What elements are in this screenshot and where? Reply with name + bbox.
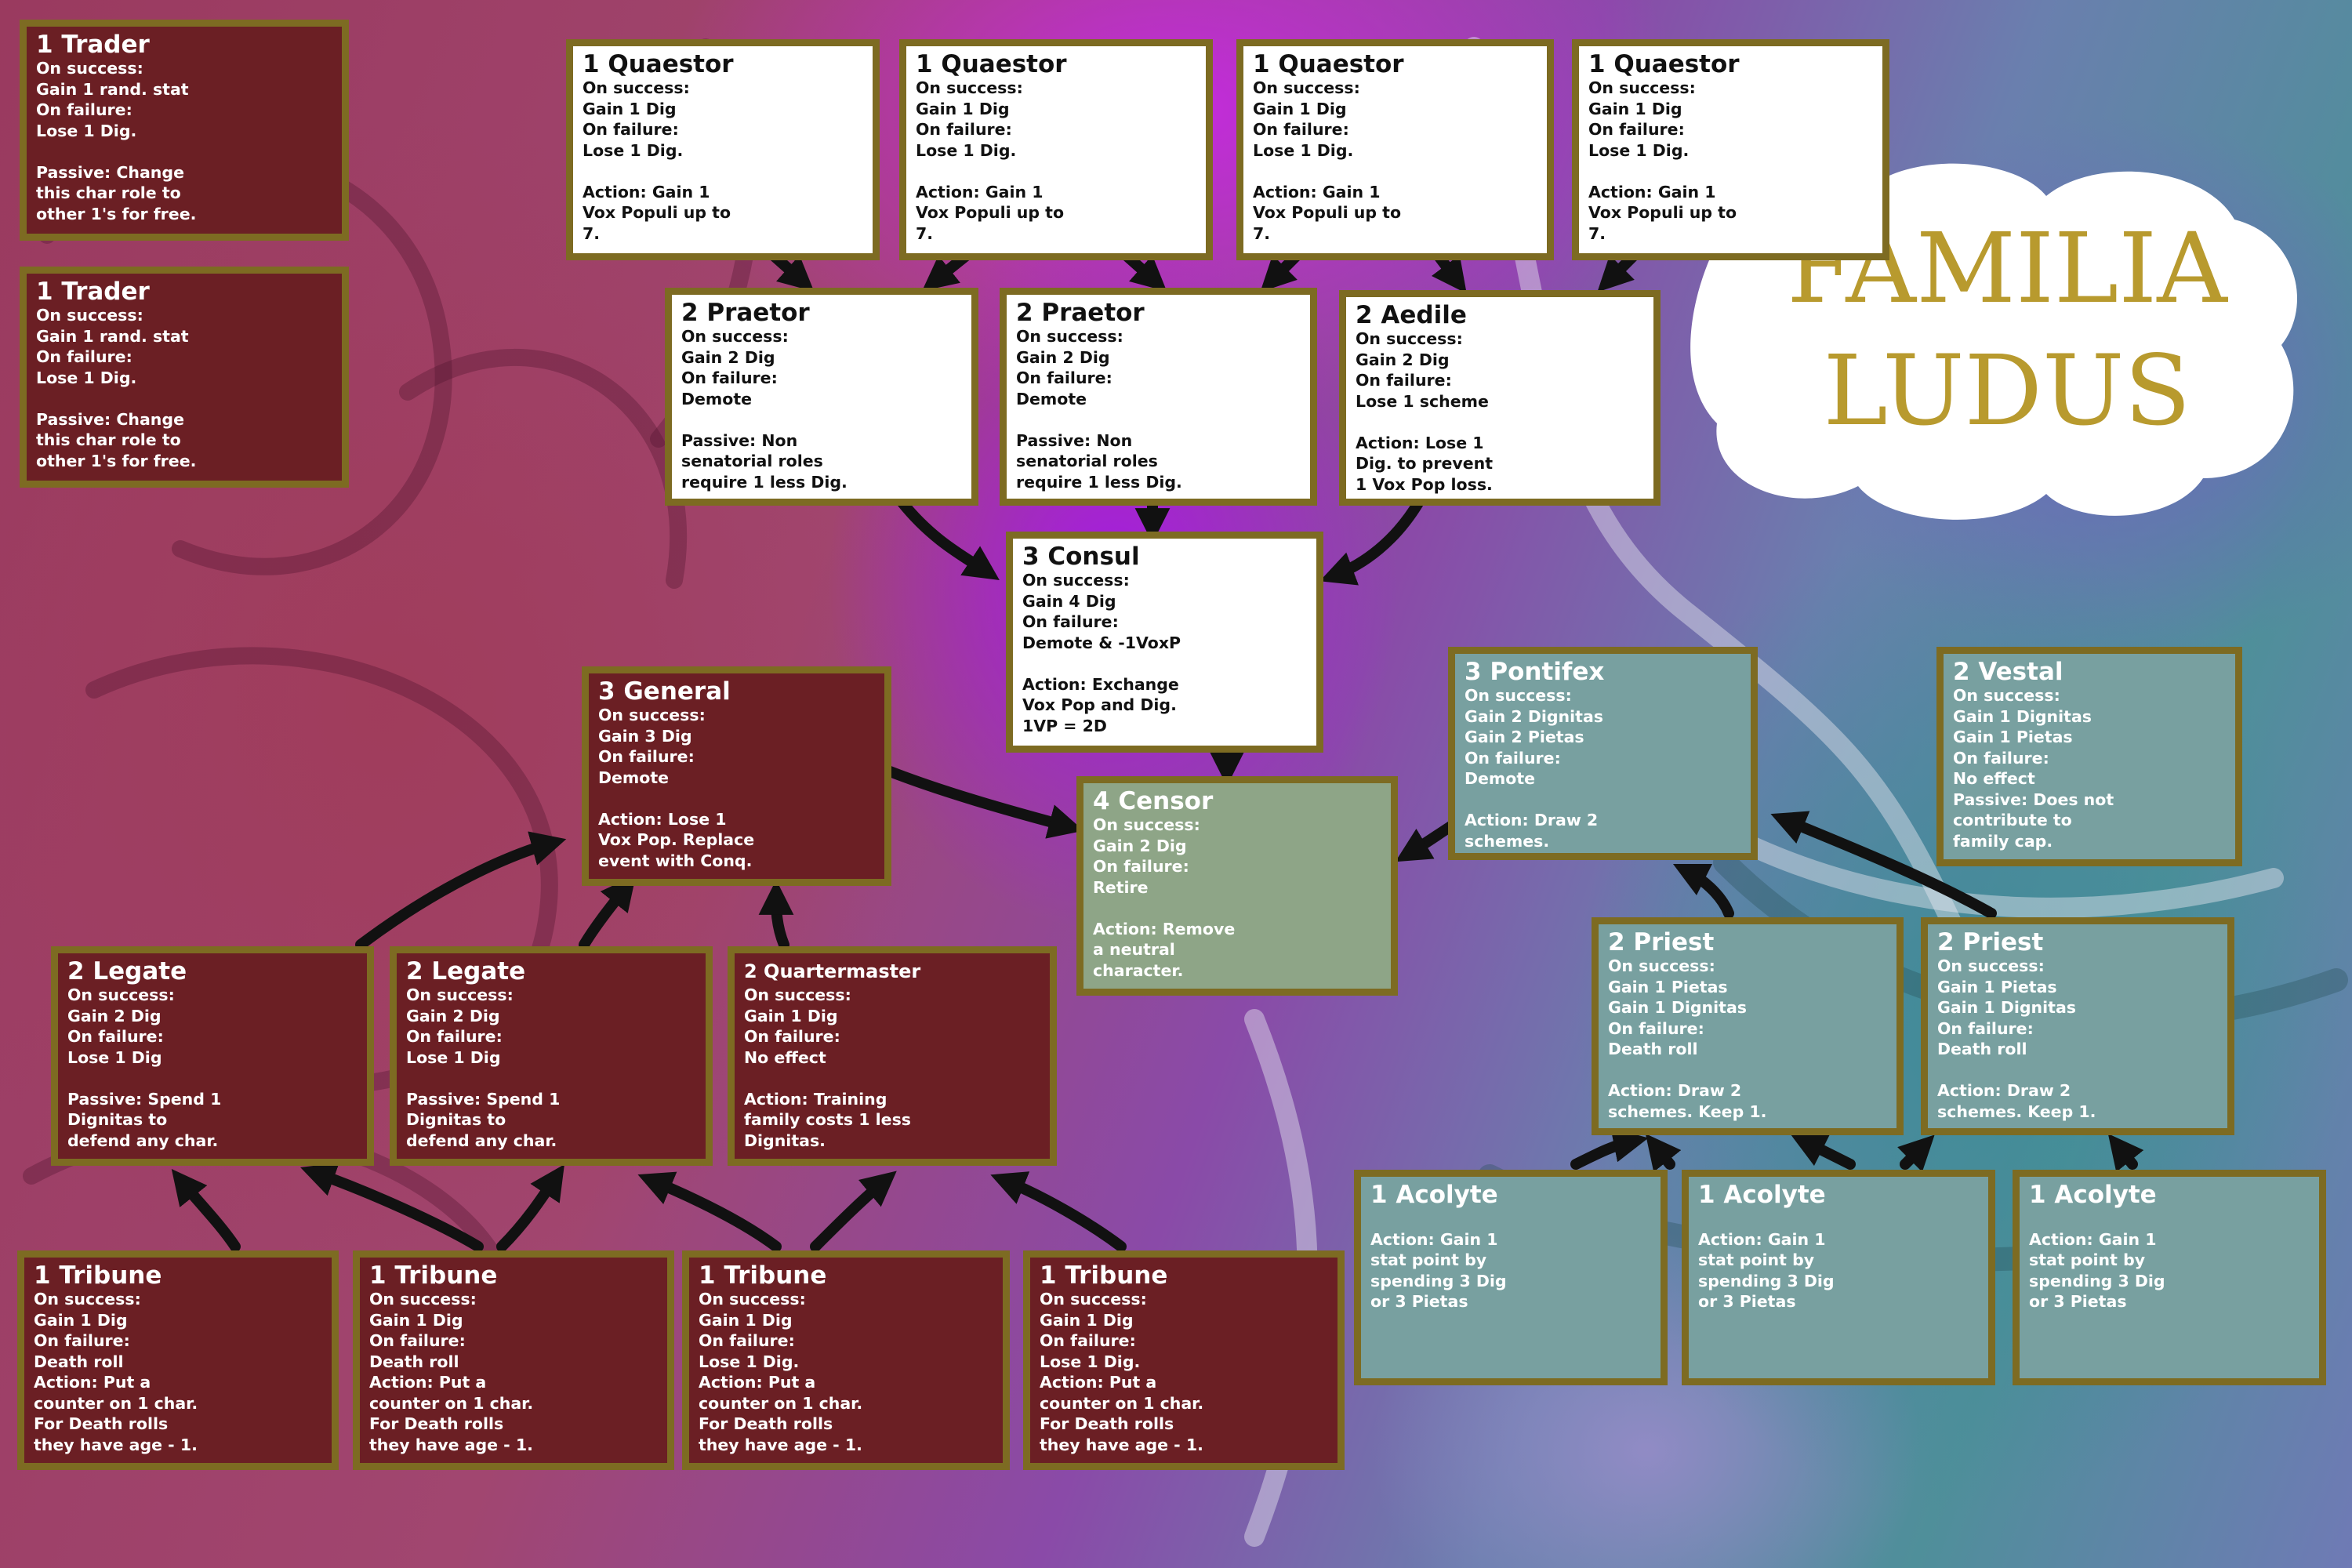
card-title: 1 Acolyte [1370, 1181, 1498, 1209]
card-title: 2 Priest [1937, 928, 2044, 956]
card-trader-2[interactable]: 1 Trader On success: Gain 1 rand. stat O… [20, 267, 349, 488]
card-censor[interactable]: 4 Censor On success: Gain 2 Dig On failu… [1076, 776, 1398, 996]
card-title: 2 Praetor [1016, 299, 1145, 327]
card-text: On success: Gain 1 Pietas Gain 1 Dignita… [1937, 956, 2096, 1121]
card-priest-2[interactable]: 2 Priest On success: Gain 1 Pietas Gain … [1921, 917, 2234, 1135]
card-title: 2 Praetor [681, 299, 810, 327]
card-legate-2[interactable]: 2 Legate On success: Gain 2 Dig On failu… [390, 946, 713, 1166]
card-tribune-1[interactable]: 1 Tribune On success: Gain 1 Dig On fail… [17, 1250, 339, 1470]
card-title: 4 Censor [1093, 787, 1214, 815]
card-text: On success: Gain 1 Pietas Gain 1 Dignita… [1608, 956, 1767, 1121]
card-text: On success: Gain 1 Dig On failure: Lose … [1588, 78, 1737, 243]
card-text: Action: Gain 1 stat point by spending 3 … [1370, 1229, 1507, 1312]
card-text: On success: Gain 2 Dig On failure: Lose … [1356, 329, 1494, 494]
card-text: On success: Gain 1 Dig On failure: Death… [34, 1290, 198, 1454]
card-title: 1 Quaestor [583, 50, 734, 78]
card-text: On success: Gain 1 rand. stat On failure… [36, 59, 197, 223]
card-title: 2 Vestal [1953, 658, 2063, 686]
card-text: On success: Gain 1 Dig On failure: Lose … [583, 78, 731, 243]
card-title: 1 Acolyte [2029, 1181, 2157, 1209]
card-aedile[interactable]: 2 Aedile On success: Gain 2 Dig On failu… [1339, 290, 1661, 506]
card-quaestor-4[interactable]: 1 Quaestor On success: Gain 1 Dig On fai… [1572, 39, 1889, 260]
card-text: Action: Gain 1 stat point by spending 3 … [1698, 1229, 1835, 1312]
card-vestal[interactable]: 2 Vestal On success: Gain 1 Dignitas Gai… [1936, 647, 2242, 866]
card-title: 1 Tribune [699, 1261, 827, 1290]
card-text: On success: Gain 2 Dig On failure: Retir… [1093, 815, 1236, 980]
card-quaestor-1[interactable]: 1 Quaestor On success: Gain 1 Dig On fai… [566, 39, 880, 260]
card-title: 2 Aedile [1356, 301, 1467, 329]
card-title: 2 Legate [406, 957, 526, 985]
card-title: 1 Tribune [369, 1261, 498, 1290]
card-text: On success: Gain 2 Dig On failure: Lose … [67, 985, 222, 1150]
card-quaestor-3[interactable]: 1 Quaestor On success: Gain 1 Dig On fai… [1236, 39, 1554, 260]
card-text: On success: Gain 2 Dignitas Gain 2 Pieta… [1465, 686, 1603, 851]
card-title: 3 Consul [1022, 543, 1140, 571]
card-general[interactable]: 3 General On success: Gain 3 Dig On fail… [582, 666, 891, 886]
card-text: On success: Gain 1 Dig On failure: Lose … [699, 1290, 863, 1454]
card-text: On success: Gain 1 Dignitas Gain 1 Pieta… [1953, 686, 2114, 851]
card-title: 1 Quaestor [1588, 50, 1740, 78]
card-text: On success: Gain 4 Dig On failure: Demot… [1022, 571, 1181, 735]
card-quartermaster[interactable]: 2 Quartermaster On success: Gain 1 Dig O… [728, 946, 1057, 1166]
card-text: On success: Gain 1 rand. stat On failure… [36, 306, 197, 470]
card-title: 1 Acolyte [1698, 1181, 1826, 1209]
card-trader-1[interactable]: 1 Trader On success: Gain 1 rand. stat O… [20, 20, 349, 241]
card-praetor-1[interactable]: 2 Praetor On success: Gain 2 Dig On fail… [665, 288, 978, 506]
card-text: Action: Gain 1 stat point by spending 3 … [2029, 1229, 2165, 1312]
card-tribune-3[interactable]: 1 Tribune On success: Gain 1 Dig On fail… [682, 1250, 1010, 1470]
title-line-2: LUDUS [1823, 335, 2191, 448]
card-acolyte-1[interactable]: 1 Acolyte Action: Gain 1 stat point by s… [1354, 1170, 1668, 1385]
card-praetor-2[interactable]: 2 Praetor On success: Gain 2 Dig On fail… [1000, 288, 1317, 506]
card-title: 1 Tribune [34, 1261, 162, 1290]
card-title: 2 Quartermaster [744, 960, 921, 982]
card-text: On success: Gain 3 Dig On failure: Demot… [598, 706, 755, 870]
card-title: 1 Tribune [1040, 1261, 1168, 1290]
card-text: On success: Gain 1 Dig On failure: Death… [369, 1290, 534, 1454]
card-title: 1 Quaestor [1253, 50, 1404, 78]
card-title: 1 Quaestor [916, 50, 1067, 78]
card-title: 1 Trader [36, 278, 150, 306]
card-text: On success: Gain 1 Dig On failure: No ef… [744, 985, 911, 1150]
card-acolyte-3[interactable]: 1 Acolyte Action: Gain 1 stat point by s… [2013, 1170, 2326, 1385]
card-title: 2 Legate [67, 957, 187, 985]
card-text: On success: Gain 1 Dig On failure: Lose … [1040, 1290, 1204, 1454]
card-consul[interactable]: 3 Consul On success: Gain 4 Dig On failu… [1006, 532, 1323, 753]
card-text: On success: Gain 2 Dig On failure: Demot… [1016, 327, 1182, 492]
card-title: 2 Priest [1608, 928, 1715, 956]
card-text: On success: Gain 2 Dig On failure: Lose … [406, 985, 561, 1150]
card-title: 3 Pontifex [1465, 658, 1605, 686]
card-text: On success: Gain 1 Dig On failure: Lose … [916, 78, 1065, 243]
card-text: On success: Gain 1 Dig On failure: Lose … [1253, 78, 1402, 243]
card-tribune-2[interactable]: 1 Tribune On success: Gain 1 Dig On fail… [353, 1250, 674, 1470]
card-legate-1[interactable]: 2 Legate On success: Gain 2 Dig On failu… [51, 946, 374, 1166]
card-text: On success: Gain 2 Dig On failure: Demot… [681, 327, 848, 492]
card-title: 1 Trader [36, 31, 150, 59]
card-acolyte-2[interactable]: 1 Acolyte Action: Gain 1 stat point by s… [1682, 1170, 1995, 1385]
card-priest-1[interactable]: 2 Priest On success: Gain 1 Pietas Gain … [1592, 917, 1904, 1135]
card-quaestor-2[interactable]: 1 Quaestor On success: Gain 1 Dig On fai… [899, 39, 1213, 260]
card-tribune-4[interactable]: 1 Tribune On success: Gain 1 Dig On fail… [1023, 1250, 1345, 1470]
card-title: 3 General [598, 677, 731, 706]
card-pontifex[interactable]: 3 Pontifex On success: Gain 2 Dignitas G… [1448, 647, 1758, 860]
